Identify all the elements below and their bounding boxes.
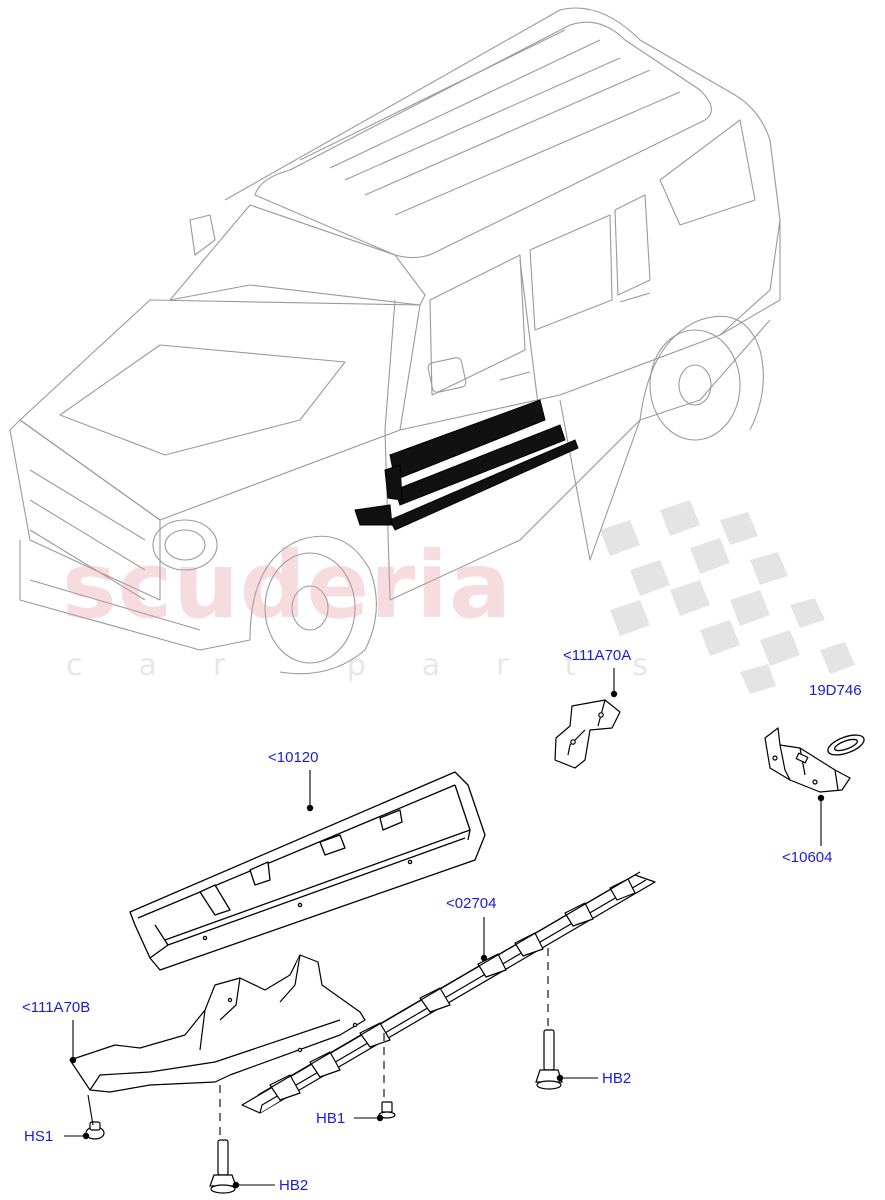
callout-111A70A: <111A70A bbox=[563, 647, 632, 664]
sill-channel-10120 bbox=[129, 771, 486, 971]
bolt-hb1 bbox=[378, 1101, 396, 1119]
stone-guard-111A70B bbox=[69, 954, 366, 1093]
stud-hs1 bbox=[85, 1121, 105, 1140]
leader-dots bbox=[69, 690, 825, 1189]
bolt-hb2-right bbox=[535, 1029, 563, 1090]
callout-19D746: 19D746 bbox=[809, 682, 862, 699]
callout-10120: <10120 bbox=[268, 749, 319, 766]
callout-10604: <10604 bbox=[782, 849, 833, 866]
vehicle-outline bbox=[9, 7, 781, 675]
watermark-brand: scuderia bbox=[62, 532, 513, 639]
callout-hb1: HB1 bbox=[316, 1110, 346, 1127]
bracket-10604 bbox=[764, 727, 851, 793]
watermark-tagline: car parts bbox=[66, 648, 704, 683]
bolt-hb2-bottom bbox=[209, 1139, 237, 1194]
vehicle-sill-highlight bbox=[354, 399, 579, 531]
bracket-111A70A bbox=[554, 699, 621, 769]
callout-02704: <02704 bbox=[446, 895, 497, 912]
callout-hs1: HS1 bbox=[24, 1128, 54, 1145]
callout-hb2-bottom: HB2 bbox=[279, 1177, 309, 1194]
grommet-19D746 bbox=[827, 734, 865, 756]
callout-111A70B: <111A70B bbox=[22, 999, 91, 1016]
watermark-checker-flag bbox=[600, 500, 855, 694]
callout-hb2-right: HB2 bbox=[602, 1070, 632, 1087]
sill-rail-02704 bbox=[241, 871, 656, 1114]
